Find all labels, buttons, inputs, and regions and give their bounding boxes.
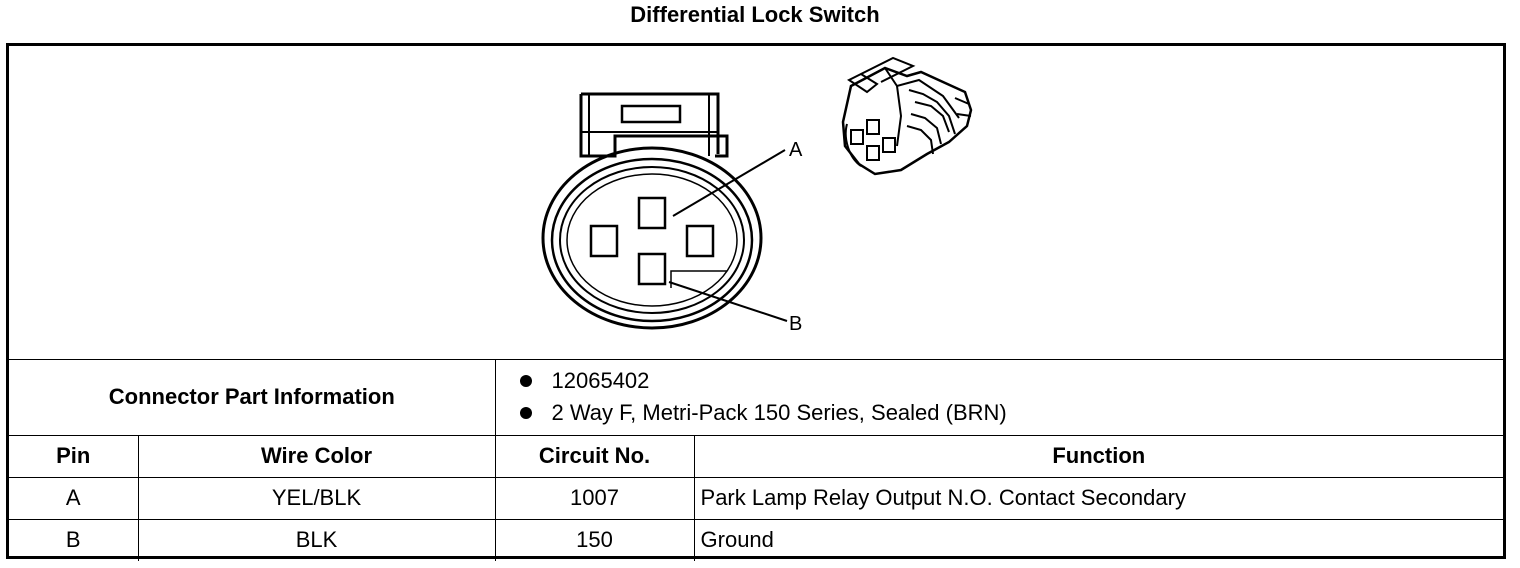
cavity-left [589,224,619,258]
wire-color-cell: YEL/BLK [137,476,496,520]
cavity-right [685,224,715,258]
bullet-icon [519,406,532,419]
part-info-item: 12065402 [518,365,1504,397]
function-cell: Ground [693,518,1504,561]
header-pin: Pin [9,434,139,478]
connector-face [541,146,763,330]
leader-line-a [672,149,786,217]
connector-drawing: A B [9,46,1503,360]
header-function: Function [693,434,1504,478]
cavity-b [637,252,667,286]
table-header-row: Pin Wire Color Circuit No. Function [9,434,1504,478]
connector-latch [579,92,729,158]
circuit-cell: 150 [494,518,695,561]
wire-color-cell: BLK [137,518,496,561]
connector-diagram-svg: A B [541,56,973,335]
part-info-values: 12065402 2 Way F, Metri-Pack 150 Series,… [494,359,1504,436]
part-info-label: Connector Part Information [9,359,496,436]
cavity-a [637,196,667,230]
header-wire-color: Wire Color [137,434,496,478]
connector-frame: A B [6,43,1506,561]
page-title: Differential Lock Switch [630,2,880,27]
part-description: 2 Way F, Metri-Pack 150 Series, Sealed (… [551,399,1007,425]
pin-cell: A [9,476,139,520]
bullet-icon [519,374,532,387]
connector-isometric-illustration [841,56,973,176]
part-info-item: 2 Way F, Metri-Pack 150 Series, Sealed (… [518,397,1504,429]
table-row: B BLK 150 Ground [9,518,1504,561]
header-circuit-no: Circuit No. [494,434,695,478]
circuit-cell: 1007 [494,476,695,520]
function-cell: Park Lamp Relay Output N.O. Contact Seco… [693,476,1504,520]
callout-a: A [789,139,803,161]
part-number: 12065402 [551,367,650,393]
part-info-row: Connector Part Information 12065402 2 Wa… [9,359,1504,436]
leader-line-b [668,281,788,322]
pinout-table: Connector Part Information 12065402 2 Wa… [9,359,1504,561]
table-row: A YEL/BLK 1007 Park Lamp Relay Output N.… [9,476,1504,520]
pin-cell: B [9,518,139,561]
callout-b: B [789,313,802,335]
